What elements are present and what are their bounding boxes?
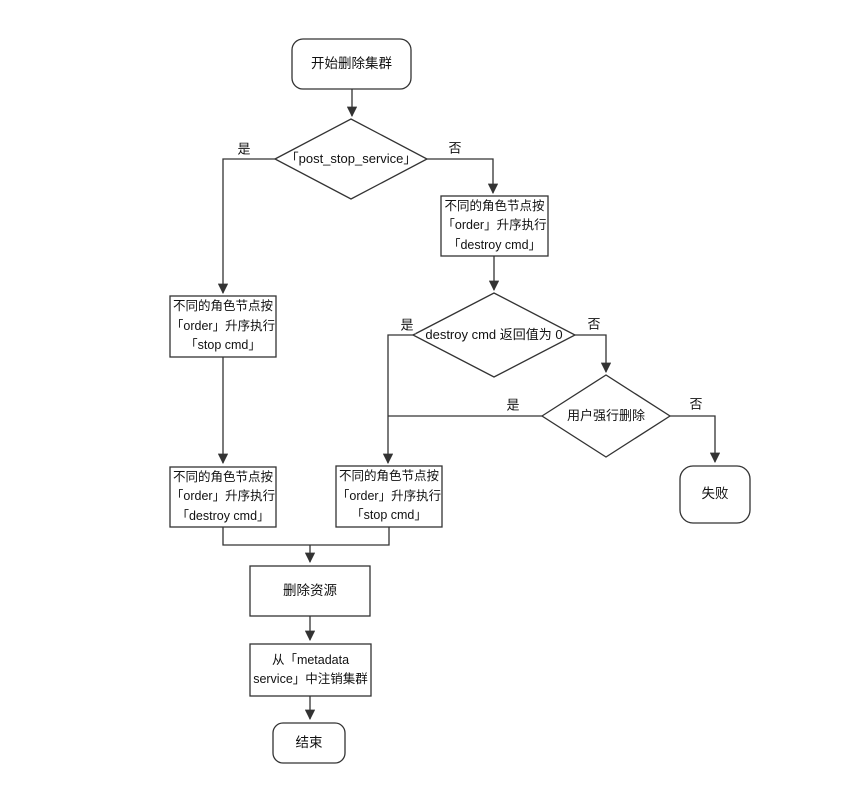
mid-stop-node-shape: [335, 465, 443, 528]
edge-poststop-no: [427, 158, 499, 195]
poststop-decision-shape: [273, 118, 429, 200]
fail-node-shape: [679, 465, 751, 524]
metadata-node-shape: [249, 643, 372, 697]
edge-check-no: [575, 334, 612, 374]
destroy-return-decision-shape: [411, 292, 577, 378]
edge-check-yes: [382, 334, 413, 465]
right-destroy-node-shape: [440, 195, 549, 257]
left-destroy-node-shape: [169, 466, 277, 528]
edge-poststop-yes: [217, 158, 275, 295]
edge-forcedelete-no: [670, 415, 721, 464]
edge-merge-bottom: [222, 527, 390, 546]
end-node-shape: [272, 722, 346, 764]
delete-resources-node-shape: [249, 565, 371, 617]
left-stop-node-shape: [169, 295, 277, 358]
force-delete-decision-shape: [540, 374, 672, 458]
start-node-shape: [291, 38, 412, 90]
